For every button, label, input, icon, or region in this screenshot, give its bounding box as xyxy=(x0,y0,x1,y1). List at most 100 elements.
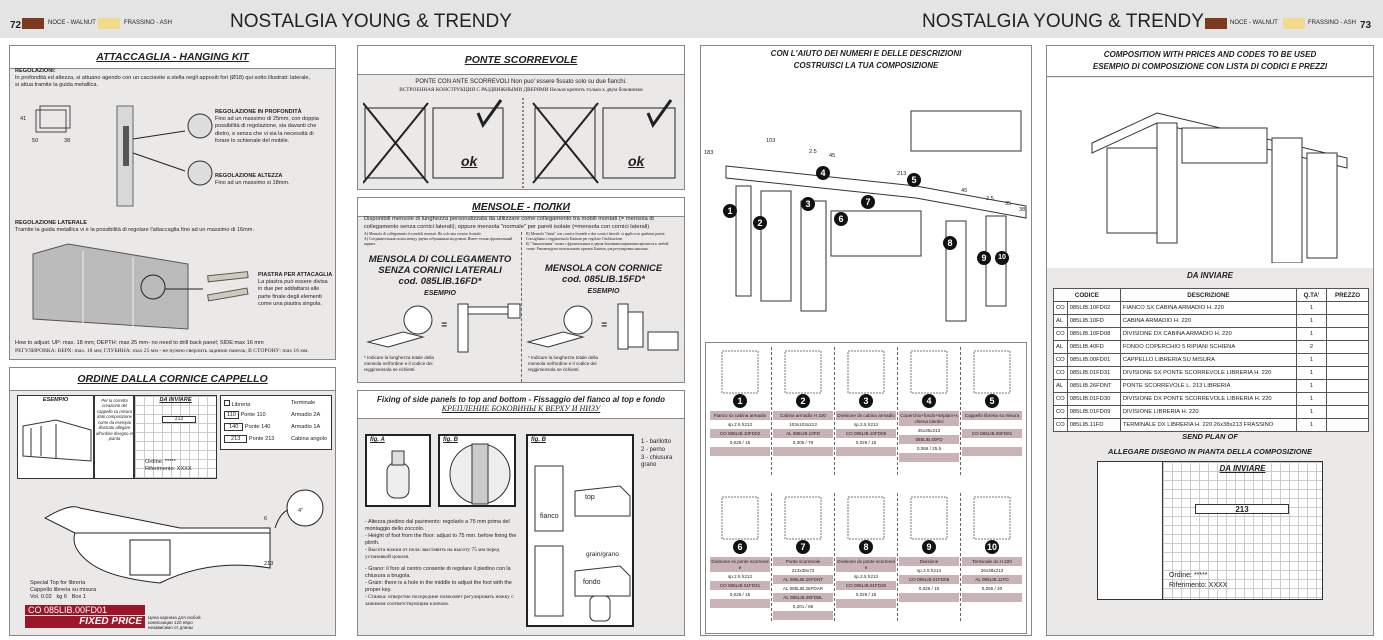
ponte-panel: PONTE SCORREVOLE PONTE CON ANTE SCORREVO… xyxy=(357,45,685,190)
divider xyxy=(834,347,835,475)
page-number-left: 72 xyxy=(10,20,22,31)
cornice-legend: Libreria 110 Ponte 110 140 Ponte 140 213… xyxy=(220,395,332,450)
note: - Стяжка: отверстие посередине позволяет… xyxy=(365,594,514,608)
legend-ponte-213: Ponte 213 xyxy=(248,436,275,442)
item-number: 6 xyxy=(733,540,747,554)
cell-price xyxy=(1326,301,1369,315)
item-number: 4 xyxy=(922,394,936,408)
ash-label: FRASSINO - ASH xyxy=(124,20,173,26)
item-code: AL 085LIB.10FD xyxy=(773,429,833,438)
item-name: Cabina armadio H 220 xyxy=(773,411,833,420)
item-size: sp.2.5 h213 xyxy=(853,421,878,427)
ponte-text-ru: ВСТРОЕННАЯ КОНСТРУКЦИЯ С РАЗДВИЖНЫМИ ДВЕ… xyxy=(399,87,643,93)
cell-qty: 1 xyxy=(1296,418,1327,432)
height-title: REGOLAZIONE ALTEZZA xyxy=(215,173,283,179)
callout-8: 8 xyxy=(943,236,957,250)
cell-description: FONDO COPERCHIO 5 RIPIANI SCHIENA xyxy=(1119,340,1298,354)
cell-qty: 1 xyxy=(1296,379,1327,393)
cell-description: TERMINALE DX LIBRERIA H. 220 26x38x213 F… xyxy=(1119,418,1298,432)
item-volume: 0,026 / 15 xyxy=(729,591,751,597)
item-number: 3 xyxy=(859,394,873,408)
item-code: CO 085LIB.00FD01 xyxy=(962,429,1022,438)
callout-6: 6 xyxy=(834,212,848,226)
dim: 183 xyxy=(704,150,714,156)
legend-terminale: Terminale xyxy=(291,400,316,406)
equals-sign: = xyxy=(601,320,607,331)
divider xyxy=(897,347,898,475)
price-title-1: COMPOSITION WITH PRICES AND CODES TO BE … xyxy=(1103,50,1317,59)
option-b-it: B) Mensola "finita" con cornice frontale… xyxy=(526,232,666,241)
walnut-swatch xyxy=(1205,18,1227,29)
item-code: CO 085LIB.10FD08 xyxy=(836,429,896,438)
price-panel: COMPOSITION WITH PRICES AND CODES TO BE … xyxy=(1046,45,1374,636)
product-spec: Fianco sx cabina armadio sp.2.5 h213 CO … xyxy=(710,411,770,456)
special-top: Special Top for libreria xyxy=(30,580,86,586)
cell-prefix: CO xyxy=(1053,405,1068,419)
item-size: 45x35x213 xyxy=(917,427,941,433)
fig-b: fig. B xyxy=(438,434,516,507)
cell-code: 085LIB.26FDNT xyxy=(1066,379,1121,393)
lateral-text: Tramite la guida metallica vi è la possi… xyxy=(15,227,255,233)
cell-prefix: AL xyxy=(1053,340,1068,354)
cell-qty: 1 xyxy=(1296,405,1327,419)
mensole-panel: MENSOLE - ПОЛКИ Disponibili mensole di l… xyxy=(357,197,685,383)
price-title-2: ESEMPIO DI COMPOSIZIONE CON LISTA DI COD… xyxy=(1092,62,1328,71)
cell-prefix: CO xyxy=(1053,301,1068,315)
order-label: Ordine: ***** xyxy=(1169,572,1208,579)
item-volume: 0,201 / 86 xyxy=(792,603,814,609)
callout-10: 10 xyxy=(995,251,1009,265)
label-fondo: fondo xyxy=(583,579,601,586)
legend-ponte-110: Ponte 110 xyxy=(240,412,266,418)
divider xyxy=(771,347,772,475)
option-a-ru: А) Соединительная полка между двумя собр… xyxy=(364,236,513,246)
cell-price xyxy=(1326,392,1369,406)
da-inviare-label: DA INVIARE xyxy=(159,397,192,403)
cappello-desc: Cappello libreria su misura xyxy=(30,587,97,593)
product-figure: 9 xyxy=(899,493,959,555)
cell-qty: 1 xyxy=(1296,366,1327,380)
cornice-example-box: ESEMPIO xyxy=(17,395,94,479)
product-code-bar: CO 085LIB.00FD01 xyxy=(25,605,145,615)
note: - Высота ножки от пола: выставить на выс… xyxy=(365,547,500,561)
item-number: 5 xyxy=(985,394,999,408)
fig-b-exploded: fig. B top fianco grain/grano fondo xyxy=(526,434,634,627)
option-b: B) Mensola "finita" con cornice frontale… xyxy=(526,232,678,252)
equals-sign: = xyxy=(441,320,447,331)
item-volume xyxy=(962,438,1022,447)
divider xyxy=(960,347,961,475)
cell-prefix: CO xyxy=(1053,392,1068,406)
compose-title-2: COSTRUISCI LA TUA COMPOSIZIONE xyxy=(793,61,939,70)
cell-code: 085LIB.10FD08 xyxy=(1066,327,1121,341)
plate-drawing xyxy=(206,271,249,302)
cell-qty: 1 xyxy=(1296,327,1327,341)
esempio-label: ESEMPIO xyxy=(42,397,69,403)
plan-value: 213 xyxy=(162,416,196,423)
esempio-label: ESEMPIO xyxy=(587,287,620,295)
label-grain: grain/grano xyxy=(586,551,619,558)
item-name: Divisione dx ponte scorrevole xyxy=(836,557,896,572)
item-volume: 0,026 / 15 xyxy=(855,591,877,597)
item-code: AL 085LIB.26FDNT xyxy=(773,575,833,584)
mensole-drawings xyxy=(366,303,679,353)
reg-title: REGOLAZIONI: xyxy=(15,68,56,74)
cornice-note: Per la corretta creazione del cappello s… xyxy=(96,398,133,442)
dim: 2.5 xyxy=(809,149,817,155)
brand-title-right: NOSTALGIA YOUNG & TRENDY xyxy=(922,11,1204,32)
cell-price xyxy=(1326,418,1369,432)
item-name: Ponte scorrevole xyxy=(773,557,833,566)
option-a-it: A) Mensola di collegamento fra mobili mo… xyxy=(364,232,482,236)
part-2: 2 - perno xyxy=(641,446,666,453)
composition-drawing-area xyxy=(1047,78,1373,268)
product-figure: 6 xyxy=(710,493,770,555)
label-top: top xyxy=(585,494,595,501)
dim-6: 6 xyxy=(264,516,268,522)
item-name: Divisione xyxy=(899,557,959,566)
ash-swatch xyxy=(98,18,120,29)
